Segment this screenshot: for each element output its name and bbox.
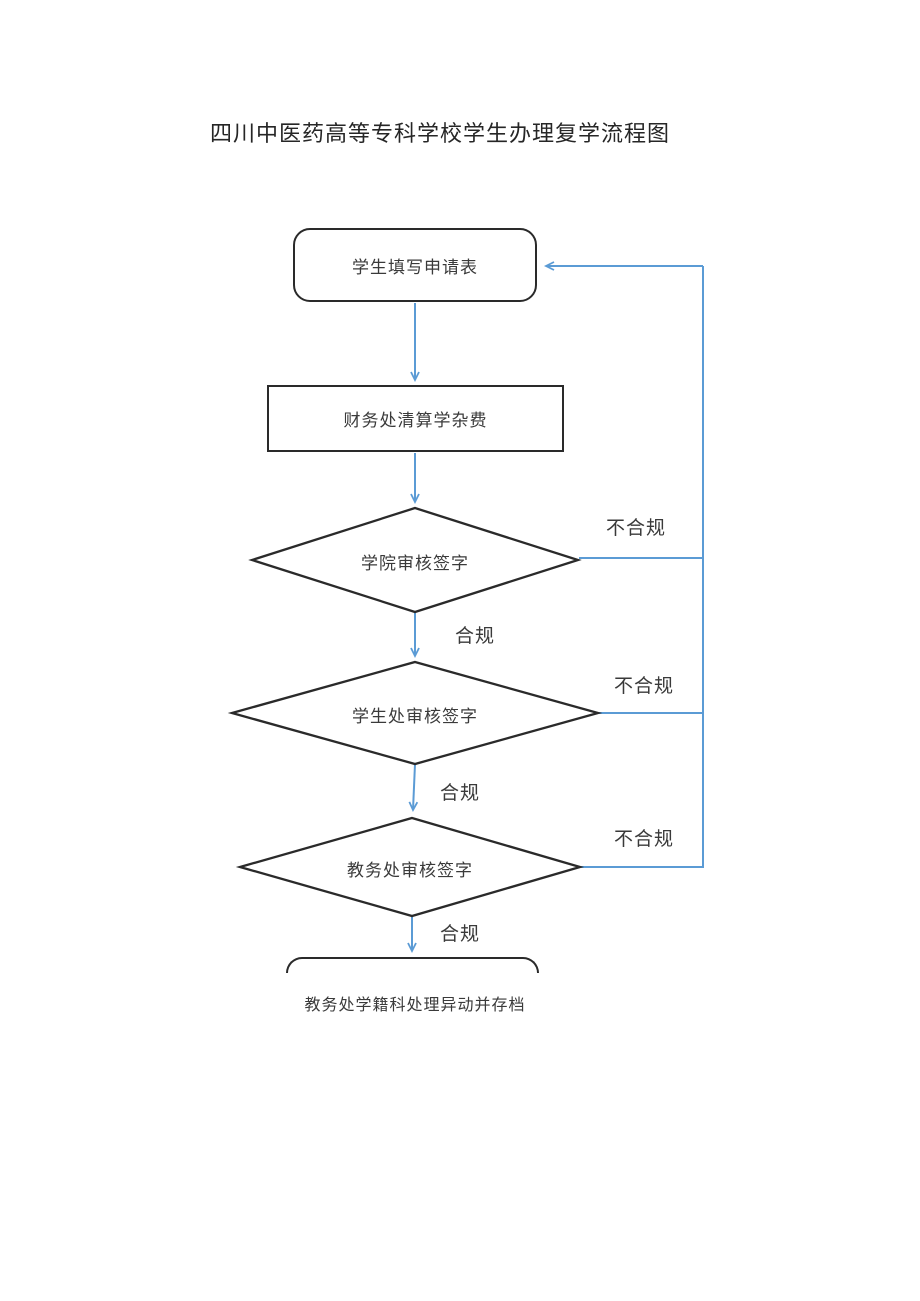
node-finance-label: 财务处清算学杂费 xyxy=(343,411,488,431)
node-student-review-label: 学生处审核签字 xyxy=(352,707,478,727)
node-academic-review-label: 教务处审核签字 xyxy=(347,861,473,881)
branch-label-student-fail: 不合规 xyxy=(614,675,675,697)
branch-label-student-pass: 合规 xyxy=(440,782,481,804)
node-archive-shape xyxy=(286,957,539,973)
decision-academic-review-shape xyxy=(235,816,585,918)
page-title: 四川中医药高等专科学校学生办理复学流程图 xyxy=(209,122,670,147)
node-archive-label: 教务处学籍科处理异动并存档 xyxy=(304,995,526,1014)
node-college-review-label: 学院审核签字 xyxy=(361,554,469,574)
edge-student-pass xyxy=(408,763,419,813)
branch-label-college-fail: 不合规 xyxy=(606,517,667,539)
node-finance: 财务处清算学杂费 xyxy=(267,385,564,452)
branch-label-college-pass: 合规 xyxy=(455,625,496,647)
decision-college-review-shape xyxy=(248,506,582,614)
node-start: 学生填写申请表 xyxy=(293,228,537,302)
node-start-label: 学生填写申请表 xyxy=(352,257,478,278)
branch-label-academic-fail: 不合规 xyxy=(614,828,675,850)
branch-label-academic-pass: 合规 xyxy=(440,923,481,945)
decision-student-review-shape xyxy=(227,660,603,766)
